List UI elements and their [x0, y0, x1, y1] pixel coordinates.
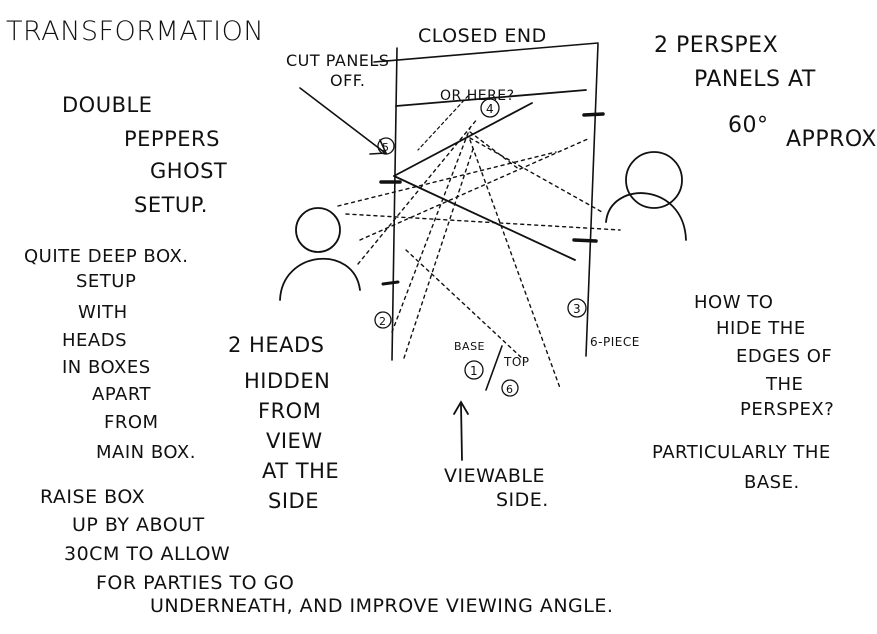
label-cut-panels: CUT PANELS: [286, 51, 389, 70]
box-left-wall: [391, 47, 398, 361]
note-raise-line: 30CM TO ALLOW: [64, 543, 230, 565]
sight-lines: [337, 117, 621, 389]
cut-arrow-head: [369, 139, 388, 155]
note-box-line: WITH: [78, 302, 128, 323]
right-head: [625, 151, 683, 209]
left-shoulders: [279, 257, 361, 301]
note-raise-line: FOR PARTIES TO GO: [96, 572, 294, 594]
note-setup-line: GHOST: [150, 159, 227, 183]
note-heads-line: HIDDEN: [244, 369, 330, 393]
note-raise-line: UP BY ABOUT: [72, 514, 205, 536]
label-cut-panels-off: OFF.: [330, 71, 366, 90]
note-perspex-line: PANELS AT: [694, 67, 816, 92]
note-perspex-line: APPROX.: [786, 127, 877, 152]
wall-mark: [572, 238, 598, 243]
note-box-line: MAIN BOX.: [96, 442, 196, 463]
closed-end-line: [373, 42, 599, 63]
note-heads-line: SIDE: [268, 489, 319, 513]
marker-5: 5: [377, 137, 395, 155]
note-setup-line: DOUBLE: [62, 93, 152, 117]
note-perspex-line: 60°: [728, 113, 769, 138]
note-heads-line: VIEW: [266, 429, 323, 453]
note-box-line: QUITE DEEP BOX.: [24, 246, 189, 267]
alt-cut-line: [395, 89, 587, 107]
perspex-panel-lower: [393, 175, 576, 261]
box-right-wall: [585, 43, 599, 357]
note-box-line: SETUP: [76, 271, 136, 292]
or-here-arrow: [417, 95, 469, 151]
note-box-line: HEADS: [62, 330, 127, 351]
label-viewable-side: SIDE.: [496, 489, 549, 511]
svg-text:4: 4: [486, 102, 494, 116]
note-setup-line: PEPPERS: [124, 127, 220, 151]
marker-1: 1: [464, 360, 484, 380]
svg-text:3: 3: [573, 302, 581, 316]
note-setup-line: SETUP.: [134, 193, 208, 217]
note-heads-line: 2 HEADS: [228, 333, 324, 357]
note-box-line: FROM: [104, 412, 159, 433]
svg-text:6: 6: [506, 383, 514, 396]
note-edges-line: EDGES OF: [736, 346, 832, 367]
note-base-line: PARTICULARLY THE: [652, 442, 831, 463]
label-six-piece: 6-PIECE: [590, 335, 640, 349]
note-heads-line: AT THE: [262, 459, 339, 483]
note-edges-line: HIDE THE: [716, 318, 806, 339]
note-base-line: BASE.: [744, 472, 800, 493]
note-base: PARTICULARLY THE BASE.: [652, 442, 831, 493]
note-perspex: 2 PERSPEX PANELS AT 60° APPROX.: [654, 33, 877, 152]
svg-text:5: 5: [382, 141, 390, 154]
label-top: TOP: [503, 355, 530, 369]
note-box-line: APART: [92, 384, 152, 405]
note-raise-line: UNDERNEATH, AND IMPROVE VIEWING ANGLE.: [150, 595, 613, 617]
marker-3: 3: [567, 298, 587, 318]
label-viewable: VIEWABLE: [444, 465, 545, 487]
right-shoulders: [605, 192, 687, 241]
note-heads-line: FROM: [258, 399, 321, 423]
perspex-panel-upper: [393, 102, 533, 177]
note-edges-line: THE: [765, 374, 803, 395]
svg-text:2: 2: [379, 315, 387, 328]
svg-text:1: 1: [470, 364, 478, 378]
viewable-arrow-head: [453, 400, 469, 415]
note-raise: RAISE BOX UP BY ABOUT 30CM TO ALLOW FOR …: [40, 486, 613, 617]
marker-4: 4: [480, 98, 500, 118]
note-heads: 2 HEADS HIDDEN FROM VIEW AT THE SIDE: [228, 333, 339, 513]
wall-mark: [582, 112, 605, 117]
note-raise-line: RAISE BOX: [40, 486, 145, 508]
note-edges: HOW TO HIDE THE EDGES OF THE PERSPEX?: [694, 292, 834, 420]
note-perspex-line: 2 PERSPEX: [654, 33, 778, 58]
wall-mark: [381, 280, 400, 286]
note-edges-line: PERSPEX?: [740, 399, 834, 420]
note-box: QUITE DEEP BOX. SETUP WITH HEADS IN BOXE…: [24, 246, 196, 463]
marker-2: 2: [374, 311, 392, 329]
left-head: [295, 207, 341, 253]
label-base: BASE: [454, 340, 485, 353]
note-box-line: IN BOXES: [62, 357, 151, 378]
sketch-title: TRANSFORMATION: [6, 16, 264, 47]
label-closed-end: CLOSED END: [418, 25, 547, 47]
viewable-arrow: [460, 403, 463, 461]
box-diagram: [279, 42, 687, 461]
marker-6: 6: [501, 379, 519, 397]
cut-arrow: [299, 87, 385, 153]
note-setup: DOUBLE PEPPERS GHOST SETUP.: [62, 93, 227, 217]
base-top-divider: [485, 345, 503, 391]
note-edges-line: HOW TO: [694, 292, 773, 313]
